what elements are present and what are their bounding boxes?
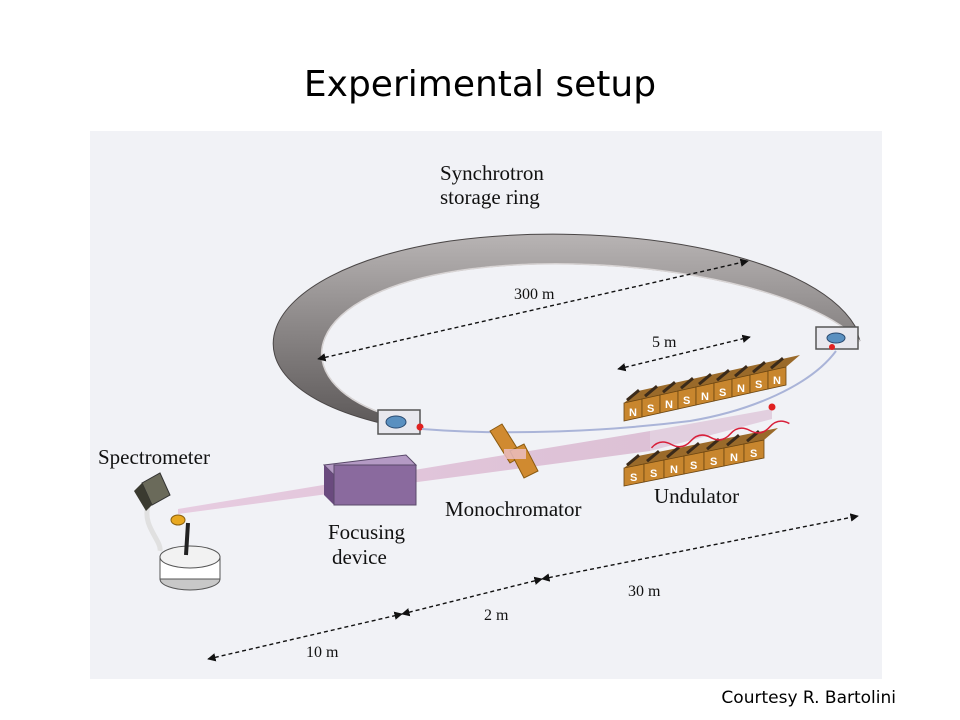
undulator-length-line bbox=[617, 334, 751, 372]
undulator-lower-pole-stripe bbox=[726, 434, 740, 447]
undulator-upper-magnet-pole: S bbox=[683, 395, 690, 407]
undulator-upper-magnet-pole: N bbox=[665, 399, 673, 411]
focusing-device bbox=[322, 454, 418, 506]
undulator-lower-pole-stripe bbox=[686, 442, 700, 455]
label-focusing-2: device bbox=[332, 545, 387, 569]
undulator-upper-magnet-pole: S bbox=[755, 379, 762, 391]
dim-2m: 2 m bbox=[484, 607, 509, 624]
undulator-lower-pole-stripe bbox=[666, 446, 680, 459]
dimension-lines bbox=[207, 258, 859, 662]
distance-30m-line bbox=[541, 513, 859, 582]
undulator-lower-top-face bbox=[624, 428, 778, 468]
undulator-lower-pole-stripe bbox=[646, 450, 660, 463]
undulator-upper-magnet-pole: N bbox=[629, 407, 637, 419]
undulator-upper-pole-stripe bbox=[662, 381, 676, 394]
undulator-upper-magnet-pole: N bbox=[701, 391, 709, 403]
electron-wiggle-path bbox=[650, 420, 790, 449]
undulator-upper-magnet-pole: N bbox=[737, 383, 745, 395]
undulator-upper-magnet-block bbox=[767, 366, 787, 390]
undulator-lower-pole-stripe bbox=[706, 438, 720, 451]
credit-text: Courtesy R. Bartolini bbox=[721, 688, 896, 708]
spectrometer bbox=[134, 472, 221, 591]
undulator-upper-pole-stripe bbox=[752, 361, 766, 374]
dim-300m: 300 m bbox=[514, 286, 555, 303]
label-monochromator: Monochromator bbox=[445, 497, 581, 521]
distance-2m-line bbox=[401, 576, 543, 617]
undulator-upper-pole-stripe bbox=[698, 373, 712, 386]
label-spectrometer: Spectrometer bbox=[98, 445, 210, 469]
undulator-upper-magnet-pole: N bbox=[773, 375, 781, 387]
undulator-lower-magnet-pole: S bbox=[750, 448, 757, 460]
undulator-upper-pole-stripe bbox=[680, 377, 694, 390]
label-focusing-1: Focusing bbox=[328, 520, 406, 544]
dim-30m: 30 m bbox=[628, 583, 661, 600]
slide-title: Experimental setup bbox=[303, 64, 657, 105]
undulator-upper-pole-stripe bbox=[770, 357, 784, 370]
dim-10m: 10 m bbox=[306, 644, 339, 661]
undulator-lower-magnet-pole: S bbox=[710, 456, 717, 468]
label-ring-1: Synchrotron bbox=[440, 161, 544, 185]
undulator-lower-magnet-pole: S bbox=[630, 472, 637, 484]
undulator-lower-magnet-pole: S bbox=[650, 468, 657, 480]
label-ring-2: storage ring bbox=[440, 185, 540, 209]
undulator-lower-magnet-pole: N bbox=[670, 464, 678, 476]
distance-10m-line bbox=[207, 611, 403, 662]
ring-diameter-line bbox=[317, 258, 749, 362]
undulator-upper-top-face bbox=[624, 355, 800, 403]
undulator-lower-pole-stripe bbox=[626, 454, 640, 467]
undulator-lower-magnet-pole: N bbox=[730, 452, 738, 464]
label-undulator: Undulator bbox=[654, 484, 739, 508]
undulator-lower-magnet-block bbox=[743, 439, 765, 463]
undulator-upper-pole-stripe bbox=[716, 369, 730, 382]
monochromator bbox=[489, 423, 539, 479]
dim-5m: 5 m bbox=[652, 334, 677, 351]
undulator-upper-pole-stripe bbox=[626, 389, 640, 402]
undulator-upper-pole-stripe bbox=[644, 385, 658, 398]
undulator-upper-magnet-pole: S bbox=[647, 403, 654, 415]
undulator-lower-magnet-pole: S bbox=[690, 460, 697, 472]
undulator-upper-magnet-pole: S bbox=[719, 387, 726, 399]
electron-dot bbox=[768, 403, 776, 411]
